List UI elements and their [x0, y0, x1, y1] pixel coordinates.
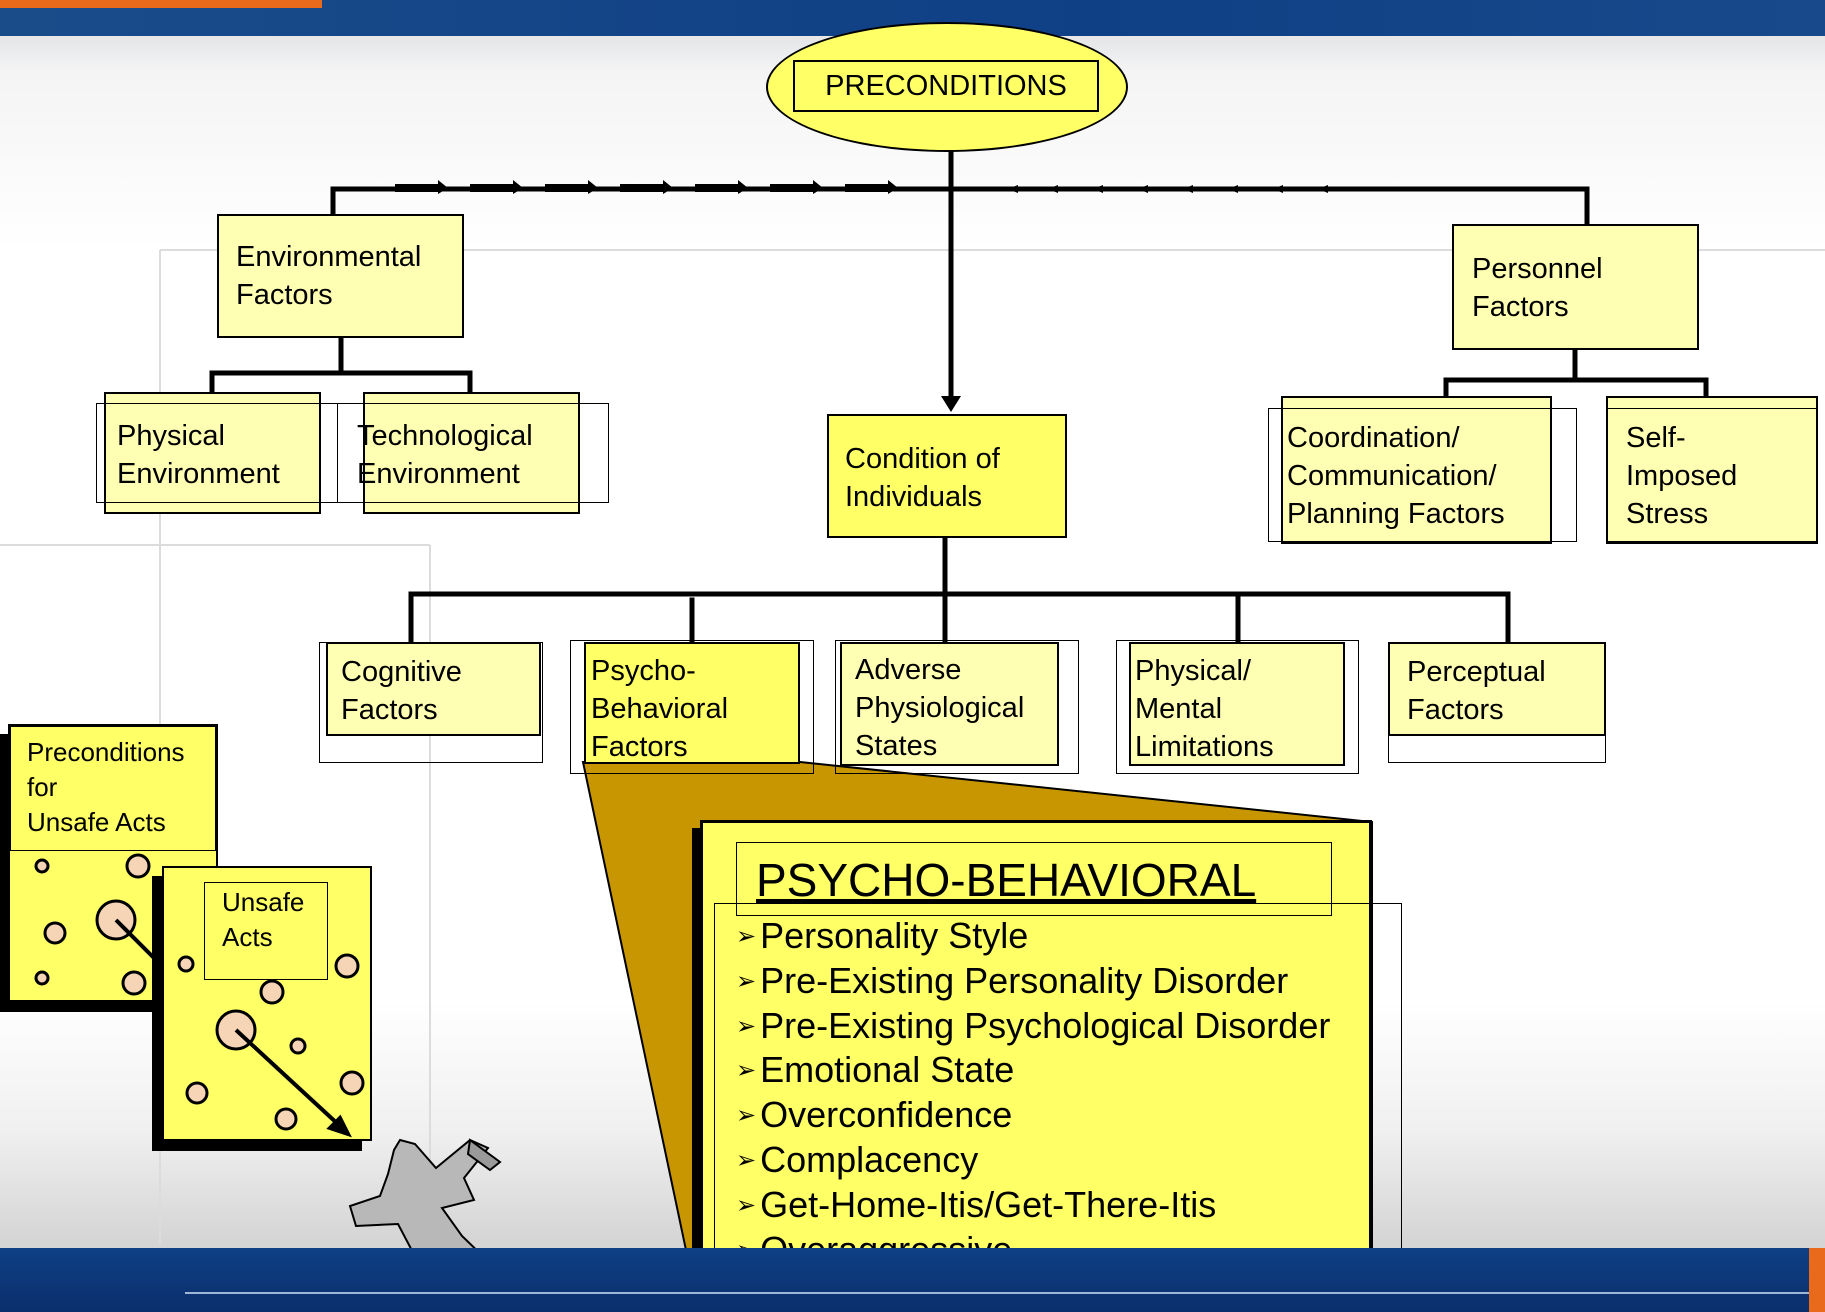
detail-item: Personality Style — [736, 914, 1330, 959]
condition-of-individuals-label: Condition of Individuals — [845, 443, 1000, 513]
psycho-behavioral-factors-frame — [570, 640, 814, 774]
root-label: PRECONDITIONS — [825, 70, 1067, 102]
adverse-physiological-states-label: Adverse Physiological States — [855, 654, 1025, 762]
personnel-factors-label: Personnel Factors — [1472, 253, 1603, 323]
down-arrowhead — [941, 396, 961, 412]
technological-environment-frame — [337, 403, 609, 503]
coordination-communication-box — [1281, 396, 1552, 544]
physical-mental-limitations-label: Physical/ Mental Limitations — [1135, 655, 1274, 763]
detail-item: Complacency — [736, 1138, 1330, 1183]
cognitive-factors-box — [326, 642, 541, 736]
physical-environment-label: Physical Environment — [117, 420, 280, 490]
bottom-banner — [0, 1248, 1825, 1312]
adverse-physiological-states-frame — [835, 640, 1079, 774]
technological-environment-box — [363, 392, 580, 514]
physical-environment-box — [104, 392, 321, 514]
detail-item: Pre-Existing Personality Disorder — [736, 959, 1330, 1004]
perceptual-factors-label: Perceptual Factors — [1407, 656, 1546, 726]
environmental-factors-box — [217, 214, 464, 338]
detail-item: Get-Home-Itis/Get-There-Itis — [736, 1183, 1330, 1228]
psycho-behavioral-factors-label: Psycho- Behavioral Factors — [591, 655, 729, 763]
detail-item: Pre-Existing Psychological Disorder — [736, 1004, 1330, 1049]
perceptual-factors-box — [1388, 642, 1606, 736]
self-imposed-stress-label: Self- Imposed Stress — [1626, 422, 1738, 530]
physical-mental-limitations-frame — [1116, 640, 1359, 774]
detail-item: Overconfidence — [736, 1093, 1330, 1138]
root-ellipse — [766, 22, 1128, 152]
psycho-behavioral-factors-box — [584, 642, 800, 764]
unsafe-acts-card-label: Unsafe Acts — [222, 887, 305, 952]
detail-title: PSYCHO-BEHAVIORAL — [756, 854, 1257, 906]
detail-list: Personality Style Pre-Existing Personali… — [736, 914, 1330, 1272]
coordination-communication-label: Coordination/ Communication/ Planning Fa… — [1287, 422, 1505, 530]
preconditions-card-label: Preconditions for Unsafe Acts — [27, 737, 185, 837]
bottom-accent — [1809, 1248, 1825, 1312]
environmental-factors-label: Environmental Factors — [236, 241, 422, 311]
personnel-factors-box — [1452, 224, 1699, 350]
cognitive-factors-frame — [319, 642, 543, 763]
physical-mental-limitations-box — [1129, 642, 1345, 766]
technological-environment-label: Technological Environment — [357, 420, 533, 490]
top-accent-stripe — [0, 0, 322, 8]
self-imposed-stress-box — [1606, 396, 1818, 544]
self-imposed-stress-frame — [1606, 408, 1818, 542]
detail-item: Emotional State — [736, 1048, 1330, 1093]
bottom-line — [185, 1292, 1825, 1294]
preconditions-card-title-frame — [10, 726, 216, 851]
coordination-communication-frame — [1268, 408, 1577, 542]
adverse-physiological-states-box — [840, 642, 1059, 766]
root-frame — [793, 60, 1099, 112]
condition-of-individuals-box — [827, 414, 1067, 538]
cognitive-factors-label: Cognitive Factors — [341, 656, 462, 726]
perceptual-factors-frame — [1388, 642, 1606, 763]
